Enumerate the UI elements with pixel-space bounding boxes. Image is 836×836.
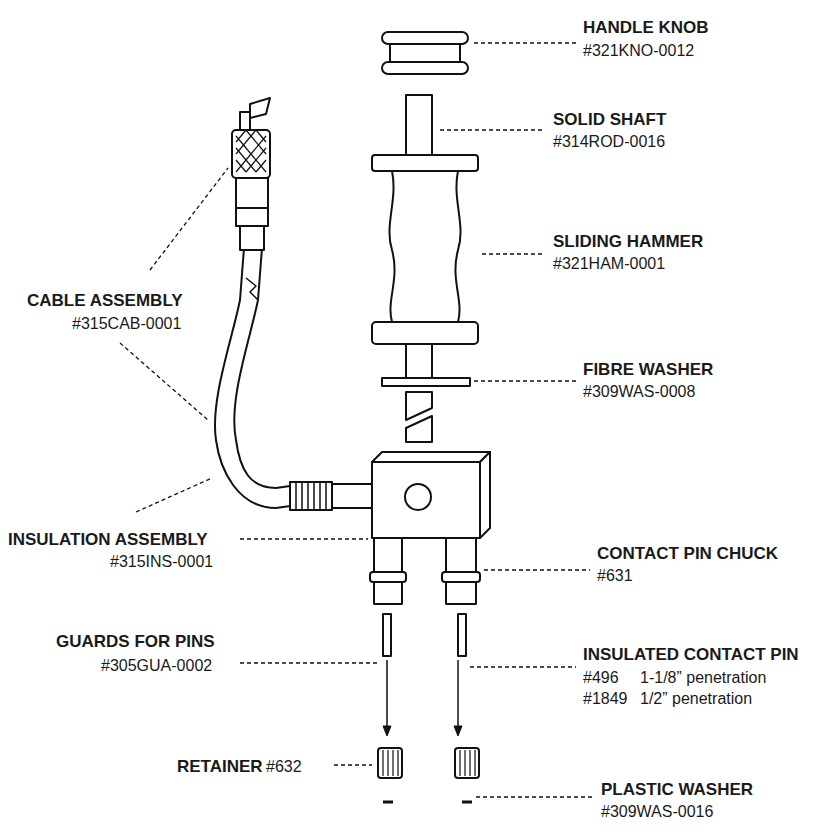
shaft-break	[406, 392, 432, 420]
fibre-washer-drawing	[382, 378, 470, 386]
part-number: #321HAM-0001	[553, 256, 665, 272]
part-name: CABLE ASSEMBLY	[27, 292, 183, 309]
part-name: GUARDS FOR PINS	[56, 633, 215, 650]
part-number: #309WAS-0008	[583, 384, 695, 400]
part-number: #631	[597, 568, 633, 584]
shaft-break	[406, 416, 432, 442]
part-name: FIBRE WASHER	[583, 361, 713, 378]
retainer-drawing	[378, 748, 479, 778]
part-number: #315CAB-0001	[72, 316, 181, 332]
part-name: SOLID SHAFT	[553, 111, 666, 128]
part-name: INSULATION ASSEMBLY	[8, 531, 208, 548]
part-number: #315INS-0001	[110, 554, 213, 570]
part-name: CONTACT PIN CHUCK	[597, 545, 778, 562]
part-number: #321KNO-0012	[583, 43, 694, 59]
part-number: #632	[266, 759, 302, 775]
part-name: SLIDING HAMMER	[553, 233, 703, 250]
contact-pins-drawing	[383, 614, 466, 736]
part-name: INSULATED CONTACT PIN	[583, 646, 799, 663]
sliding-hammer-drawing	[372, 155, 478, 378]
handle-knob-drawing	[382, 32, 468, 74]
part-name: HANDLE KNOB	[583, 19, 709, 36]
part-number: #305GUA-0002	[101, 658, 212, 674]
chuck-block-drawing	[370, 452, 490, 604]
leader-lines	[120, 43, 595, 797]
plastic-washer-drawing	[383, 801, 472, 804]
part-name: PLASTIC WASHER	[601, 781, 753, 798]
part-name: RETAINER	[177, 758, 263, 775]
penetration-note: 1-1/8” penetration	[640, 670, 766, 686]
part-number: #309WAS-0016	[601, 804, 713, 820]
shaft-drawing	[406, 95, 432, 155]
penetration-note: 1/2” penetration	[640, 691, 752, 707]
part-number: #1849	[583, 691, 628, 707]
part-number: #496	[583, 670, 619, 686]
cable-drawing	[215, 98, 372, 510]
part-number: #314ROD-0016	[553, 134, 665, 150]
